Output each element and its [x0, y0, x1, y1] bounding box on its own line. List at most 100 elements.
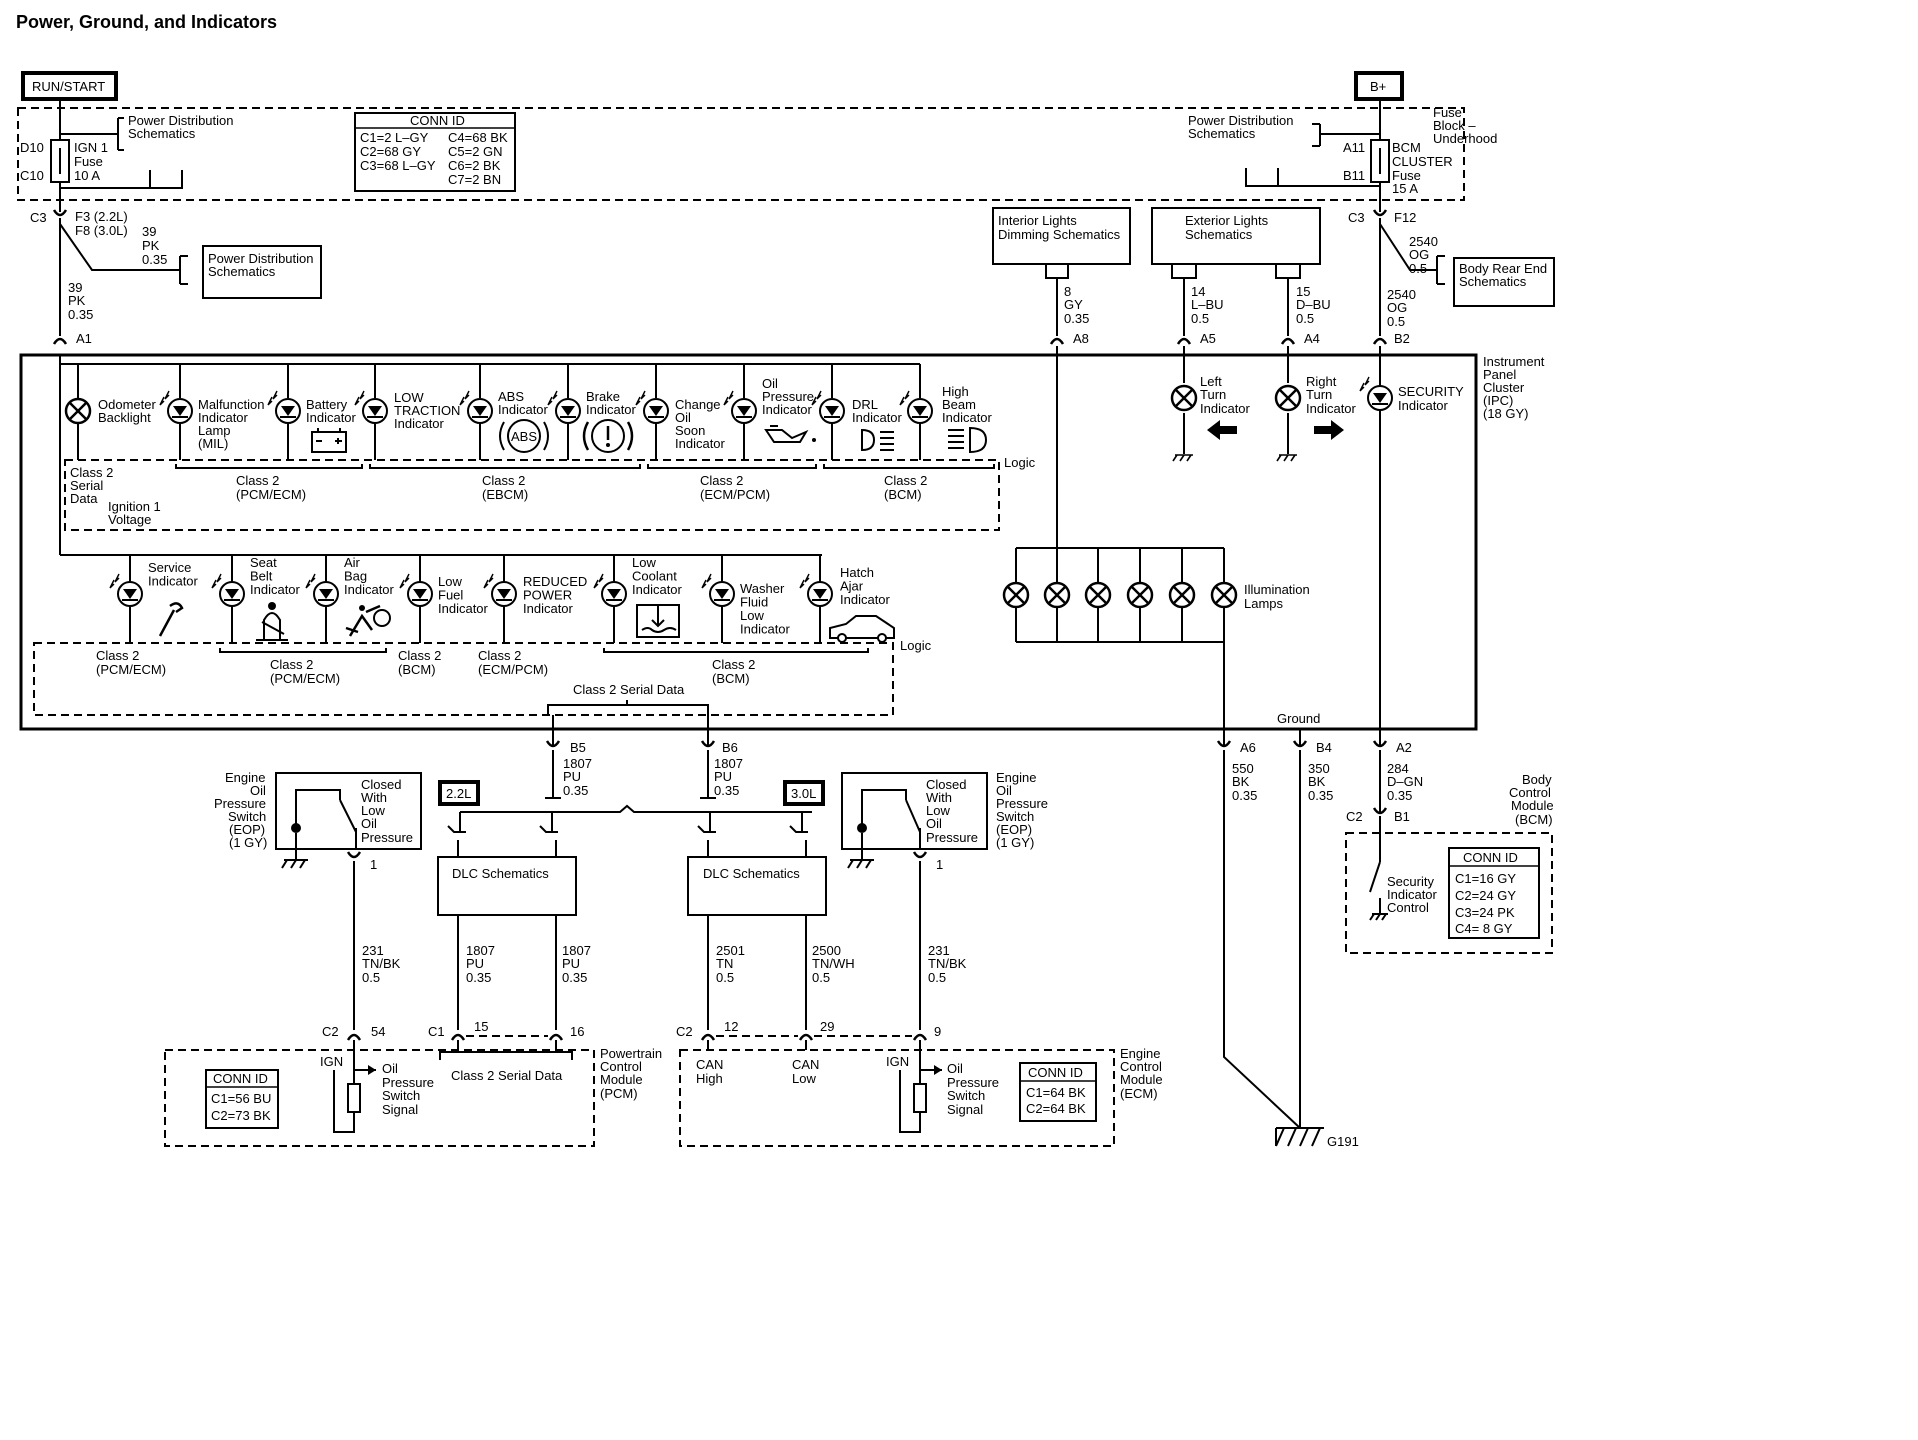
feed-left-wire: 39 PK 0.35	[68, 280, 93, 322]
svg-text:C1=56 BU: C1=56 BU	[211, 1091, 271, 1106]
svg-text:Oil: Oil	[361, 816, 377, 831]
pcm-c2: C2	[322, 1024, 339, 1039]
pd-schematics-right: Power Distribution Schematics	[1188, 113, 1294, 141]
svg-text:(EOP): (EOP)	[996, 822, 1032, 837]
svg-text:Change: Change	[675, 397, 721, 412]
svg-text:Backlight: Backlight	[98, 410, 151, 425]
svg-text:0.35: 0.35	[1064, 311, 1089, 326]
svg-text:15 A: 15 A	[1392, 181, 1418, 196]
svg-text:39: 39	[142, 224, 156, 239]
svg-text:(BCM): (BCM)	[712, 671, 750, 686]
eop-switch-right: Closed With Low Oil Pressure Engine Oil …	[841, 770, 1048, 869]
svg-text:SECURITY: SECURITY	[1398, 384, 1464, 399]
svg-text:C3=68 L–GY: C3=68 L–GY	[360, 158, 436, 173]
svg-text:1807: 1807	[563, 756, 592, 771]
svg-text:Oil: Oil	[947, 1061, 963, 1076]
svg-text:Interior Lights: Interior Lights	[998, 213, 1077, 228]
class2-serial-data-label: Class 2 Serial Data	[573, 682, 685, 697]
eop-left-wire: 231 TN/BK 0.5	[362, 943, 401, 985]
body-rear-end-box	[1453, 257, 1555, 307]
svg-text:Underhood: Underhood	[1433, 131, 1497, 146]
row2-group-4: Class 2(ECM/PCM)	[478, 648, 548, 677]
svg-text:CONN ID: CONN ID	[1463, 850, 1518, 865]
svg-text:F3 (2.2L): F3 (2.2L)	[75, 209, 128, 224]
svg-text:Class 2: Class 2	[482, 473, 525, 488]
svg-text:Control: Control	[1509, 785, 1551, 800]
svg-text:Belt: Belt	[250, 569, 273, 584]
svg-text:Schematics: Schematics	[128, 126, 196, 141]
pcm-pin-15: 15	[474, 1019, 488, 1034]
svg-text:Low: Low	[361, 803, 385, 818]
ign1-fuse-label: IGN 1 Fuse 10 A	[74, 140, 108, 183]
row2-symbols	[158, 602, 895, 643]
conn-id-main-rows: C1=2 L–GY C2=68 GY C3=68 L–GY C4=68 BK C…	[360, 130, 508, 187]
svg-text:C7=2 BN: C7=2 BN	[448, 172, 501, 187]
svg-text:High: High	[942, 384, 969, 399]
svg-text:Pressure: Pressure	[361, 830, 413, 845]
svg-text:(BCM): (BCM)	[884, 487, 922, 502]
svg-text:(1 GY): (1 GY)	[996, 835, 1034, 850]
ipc-label: Instrument Panel Cluster (IPC) (18 GY)	[1483, 354, 1545, 421]
svg-text:Illumination: Illumination	[1244, 582, 1310, 597]
svg-text:TN: TN	[716, 956, 733, 971]
svg-text:(ECM): (ECM)	[1120, 1086, 1158, 1101]
illumination-lamp-1	[1002, 548, 1030, 642]
b-plus-label: B+	[1370, 79, 1386, 94]
security-indicator: SECURITY Indicator	[1359, 346, 1464, 745]
svg-text:Seat: Seat	[250, 555, 277, 570]
svg-text:Switch: Switch	[947, 1088, 985, 1103]
svg-text:Class 2: Class 2	[398, 648, 441, 663]
dlc-label-right: DLC Schematics	[703, 866, 800, 881]
svg-text:0.35: 0.35	[1387, 788, 1412, 803]
svg-text:CONN ID: CONN ID	[1028, 1065, 1083, 1080]
ecm-outline	[679, 1049, 1115, 1147]
right-turn-indicator: Right Turn Indicator	[1274, 346, 1357, 462]
svg-text:GY: GY	[1064, 297, 1083, 312]
pin-c10: C10	[20, 168, 44, 183]
svg-text:0.35: 0.35	[1308, 788, 1333, 803]
pin-a2-group: A2 284 D–GN 0.35	[1372, 739, 1423, 803]
svg-text:2540: 2540	[1409, 234, 1438, 249]
svg-text:Oil: Oil	[926, 816, 942, 831]
row2-group-2: Class 2(PCM/ECM)	[270, 657, 340, 686]
svg-text:Schematics: Schematics	[1459, 274, 1527, 289]
svg-text:Pressure: Pressure	[947, 1075, 999, 1090]
svg-text:(EBCM): (EBCM)	[482, 487, 528, 502]
svg-text:Indicator: Indicator	[498, 402, 549, 417]
pcm-label: Powertrain Control Module (PCM)	[600, 1046, 662, 1101]
dimming-wire: 8 GY 0.35	[1064, 284, 1089, 326]
ecm-c2: C2	[676, 1024, 693, 1039]
row1-symbols: ABS	[311, 419, 988, 454]
svg-text:Control: Control	[1387, 900, 1429, 915]
pcm-conn-id	[205, 1069, 279, 1129]
svg-text:Signal: Signal	[382, 1102, 418, 1117]
ecm-can-wire-1: 2501 TN 0.5	[716, 943, 745, 985]
svg-text:Body: Body	[1522, 772, 1552, 787]
pcm-pin-16: 16	[570, 1024, 584, 1039]
svg-text:Oil: Oil	[382, 1061, 398, 1076]
svg-text:0.5: 0.5	[716, 970, 734, 985]
svg-text:Serial: Serial	[70, 478, 103, 493]
wiring-diagram: Power, Ground, and Indicators RUN/START …	[16, 12, 1555, 1149]
svg-text:Oil: Oil	[996, 783, 1012, 798]
feed-right-branch-wire: 2540 OG 0.5	[1409, 234, 1438, 276]
row2-logic-groups: Class 2(PCM/ECM)Class 2(PCM/ECM)Class 2(…	[96, 648, 755, 686]
svg-text:Low: Low	[632, 555, 656, 570]
svg-text:Pressure: Pressure	[214, 796, 266, 811]
svg-text:Exterior Lights: Exterior Lights	[1185, 213, 1269, 228]
svg-text:Control: Control	[600, 1059, 642, 1074]
conn-id-main	[354, 112, 516, 192]
svg-text:F8 (3.0L): F8 (3.0L)	[75, 223, 128, 238]
pcm-serial-label: Class 2 Serial Data	[451, 1068, 563, 1083]
svg-text:Cluster: Cluster	[1483, 380, 1525, 395]
svg-text:B6: B6	[722, 740, 738, 755]
svg-text:Service: Service	[148, 560, 191, 575]
illumination-lamp-5	[1168, 548, 1196, 642]
svg-text:D–BU: D–BU	[1296, 297, 1331, 312]
svg-text:Module: Module	[1511, 798, 1554, 813]
